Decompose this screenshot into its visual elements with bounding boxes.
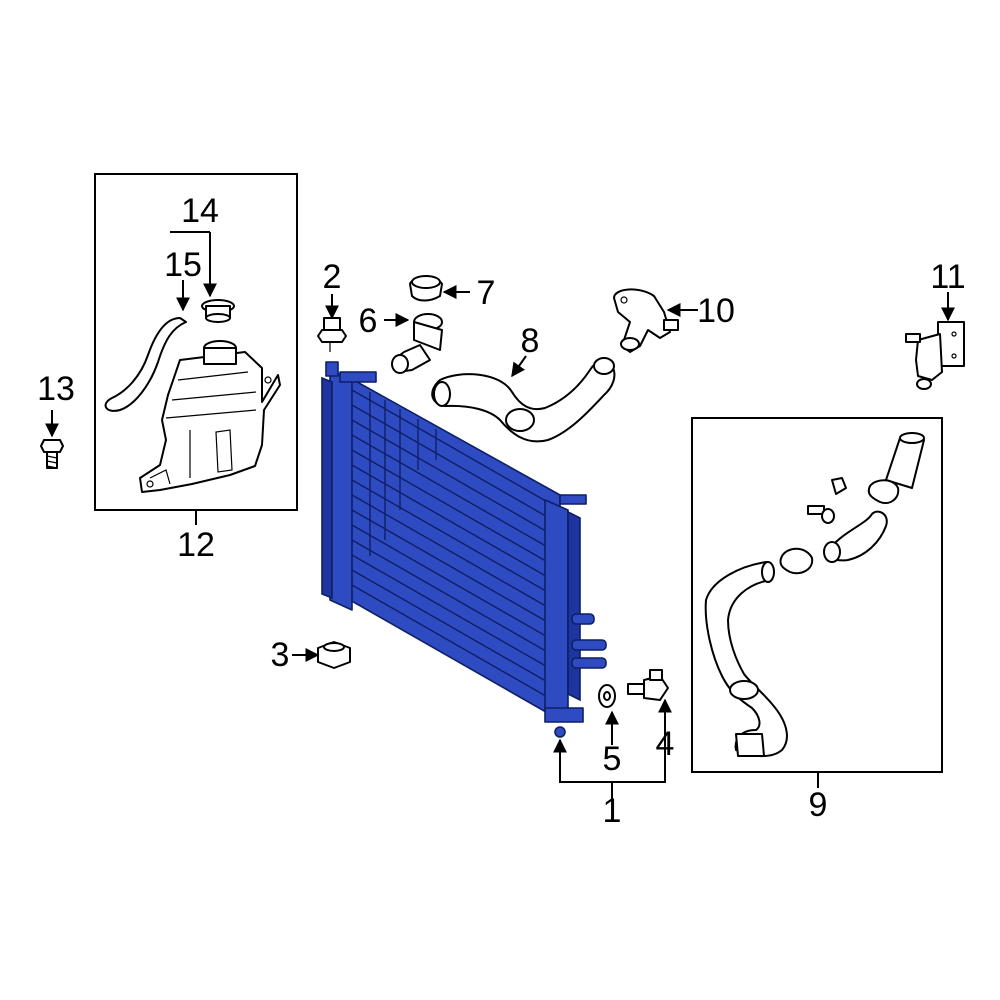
callout-5: 5 — [603, 740, 622, 778]
callout-8-leader — [511, 355, 527, 378]
radiator-fins — [351, 389, 559, 704]
callout-1: 1 — [603, 792, 622, 830]
hose-fitting[interactable] — [807, 505, 835, 524]
callout-14: 14 — [181, 192, 219, 230]
bushing-3[interactable] — [317, 641, 351, 669]
callout-2: 2 — [323, 258, 342, 296]
callout-15: 15 — [164, 246, 202, 284]
callout-8: 8 — [521, 322, 540, 360]
callout-13: 13 — [37, 370, 75, 408]
reservoir-group[interactable] — [94, 173, 298, 511]
hose-elbow[interactable] — [823, 510, 888, 563]
callout-6: 6 — [359, 302, 378, 340]
callout-4: 4 — [656, 725, 675, 763]
bolt-13[interactable] — [40, 439, 64, 469]
water-outlet-10[interactable] — [613, 288, 679, 353]
lower-hose-group-9[interactable] — [691, 417, 943, 773]
bushing-2[interactable] — [317, 317, 347, 352]
coolant-reservoir[interactable] — [139, 340, 281, 493]
hose-connector-pipe[interactable] — [885, 432, 925, 489]
upper-hose-8[interactable] — [431, 357, 616, 443]
radiator[interactable] — [321, 361, 607, 738]
callout-7: 7 — [477, 274, 496, 312]
washer-5[interactable] — [598, 684, 616, 708]
reservoir-cap[interactable] — [201, 299, 235, 323]
callout-12: 12 — [177, 526, 215, 564]
callout-10: 10 — [697, 292, 735, 330]
callout-9: 9 — [809, 786, 828, 824]
radiator-drain-cock-6[interactable] — [391, 313, 443, 374]
callout-3: 3 — [271, 636, 290, 674]
radiator-cap-7[interactable] — [409, 275, 443, 302]
sensor-11[interactable] — [905, 321, 965, 390]
drain-plug-4[interactable] — [627, 669, 669, 701]
hose-clamp-2[interactable] — [779, 547, 814, 575]
hose-clamp[interactable] — [831, 477, 900, 504]
lower-radiator-hose[interactable] — [704, 561, 788, 757]
callout-11: 11 — [930, 258, 965, 296]
overflow-hose[interactable] — [104, 317, 187, 412]
